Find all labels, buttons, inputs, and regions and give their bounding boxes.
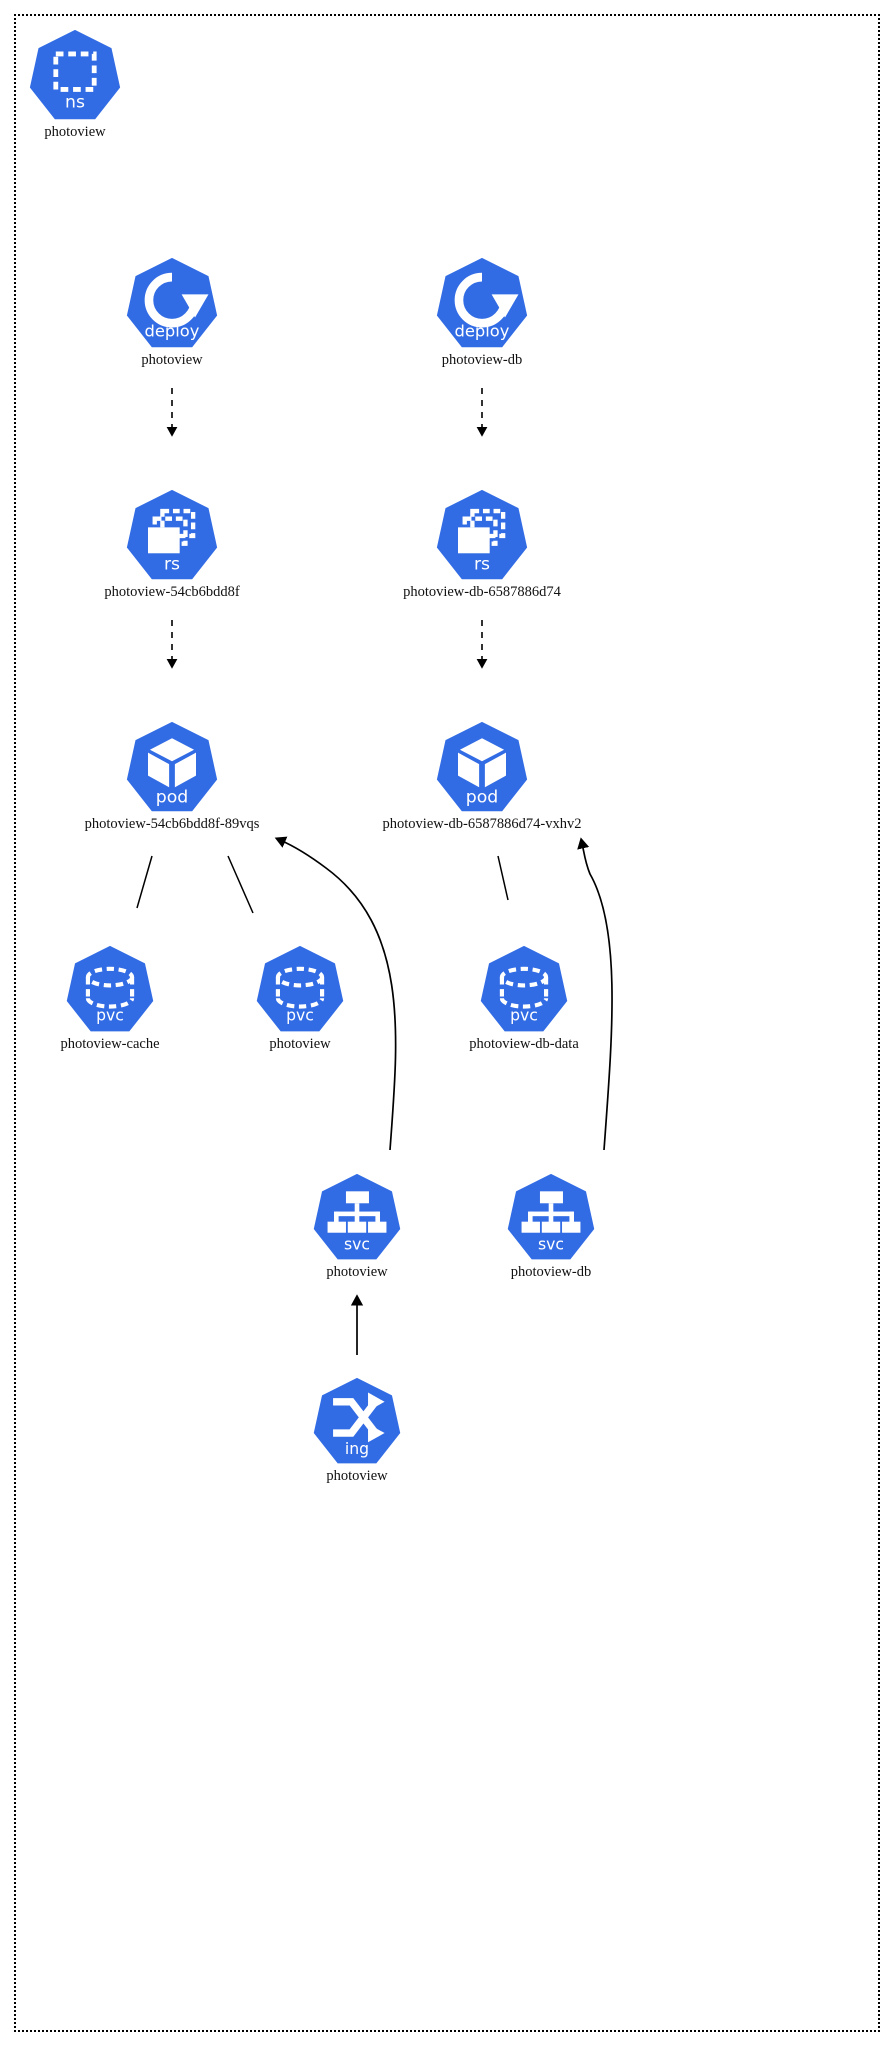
svg-text:ns: ns [65,93,85,113]
node-label: photoview-54cb6bdd8f-89vqs [84,816,260,832]
node-label: photoview-db [441,352,523,368]
node-ingress-photoview[interactable]: ing photoview [257,1376,457,1485]
namespace-dashed-square-icon: ns [29,29,121,120]
node-pvc-photoview[interactable]: pvc photoview [200,944,400,1053]
svg-text:rs: rs [164,555,180,575]
deployment-rotate-arrow-icon: deploy [126,257,218,348]
edge-pod-photoviewdb-to-pvc-dbdata [497,855,509,901]
node-label: photoview-54cb6bdd8f [104,584,240,600]
node-label: photoview-db-6587886d74-vxhv2 [382,816,582,832]
node-label: photoview-db-6587886d74 [403,584,561,600]
node-label: photoview [44,124,106,140]
node-label: photoview [326,1264,388,1280]
node-label: photoview-db [510,1264,592,1280]
svg-text:deploy: deploy [455,322,510,341]
node-service-photoview-db[interactable]: svc photoview-db [451,1172,651,1281]
node-replicaset-photoview[interactable]: rs photoview-54cb6bdd8f [72,488,272,601]
pvc-dashed-cylinder-icon: pvc [480,945,568,1032]
replicaset-stacked-rects-icon: rs [126,489,218,580]
node-label: photoview-db-data [469,1036,579,1052]
svg-text:pvc: pvc [286,1005,314,1024]
node-replicaset-photoview-db[interactable]: rs photoview-db-6587886d74 [382,488,582,601]
svg-text:pod: pod [156,788,188,808]
svg-text:pod: pod [466,788,498,808]
node-pvc-photoview-cache[interactable]: pvc photoview-cache [10,944,210,1053]
svg-text:svc: svc [538,1234,564,1253]
node-pod-photoview[interactable]: pod photoview-54cb6bdd8f-89vqs [72,720,272,833]
svg-text:ing: ing [345,1439,369,1458]
edge-pod-photoview-to-pvc-cache [136,855,153,909]
pvc-dashed-cylinder-icon: pvc [66,945,154,1032]
replicaset-stacked-rects-icon: rs [436,489,528,580]
node-namespace-photoview[interactable]: ns photoview [0,28,175,141]
svg-text:pvc: pvc [96,1005,124,1024]
node-deployment-photoview[interactable]: deploy photoview [72,256,272,369]
pvc-dashed-cylinder-icon: pvc [256,945,344,1032]
node-pvc-photoview-db-data[interactable]: pvc photoview-db-data [424,944,624,1053]
node-deployment-photoview-db[interactable]: deploy photoview-db [382,256,582,369]
node-label: photoview [141,352,203,368]
svg-text:rs: rs [474,555,490,575]
node-service-photoview[interactable]: svc photoview [257,1172,457,1281]
svg-text:svc: svc [344,1234,370,1253]
node-label: photoview [326,1468,388,1484]
service-orgchart-icon: svc [313,1173,401,1260]
svg-text:deploy: deploy [145,322,200,341]
node-pod-photoview-db[interactable]: pod photoview-db-6587886d74-vxhv2 [382,720,582,833]
node-label: photoview-cache [60,1036,160,1052]
edge-pod-photoview-to-pvc-photoview [227,855,254,914]
deployment-rotate-arrow-icon: deploy [436,257,528,348]
svg-text:pvc: pvc [510,1005,538,1024]
service-orgchart-icon: svc [507,1173,595,1260]
ingress-shuffle-arrows-icon: ing [313,1377,401,1464]
pod-cube-icon: pod [126,721,218,812]
node-label: photoview [269,1036,331,1052]
pod-cube-icon: pod [436,721,528,812]
